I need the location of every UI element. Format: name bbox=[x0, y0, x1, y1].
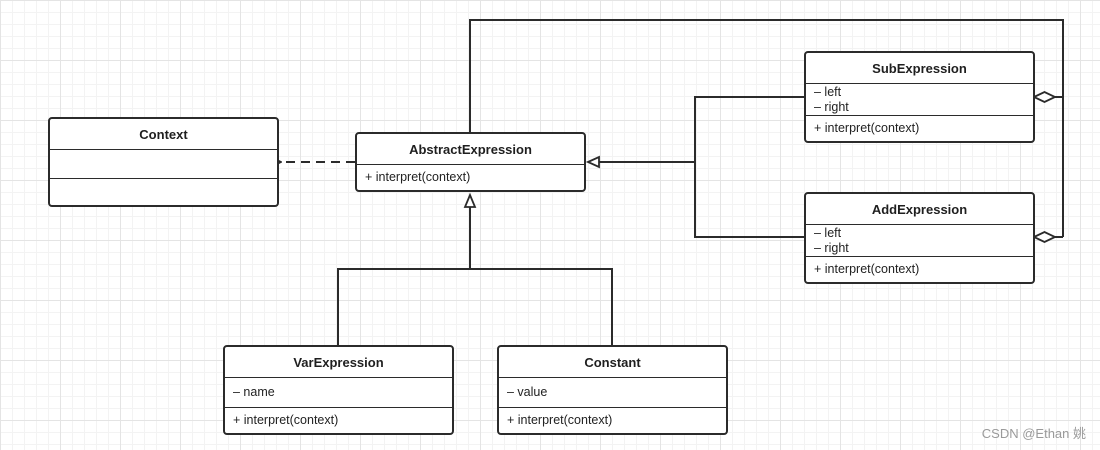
attribute: – value bbox=[507, 385, 548, 399]
class-constant[interactable]: Constant – value + interpret(context) bbox=[497, 345, 728, 435]
attributes-section: – name bbox=[225, 377, 452, 407]
attribute: – right bbox=[814, 99, 849, 114]
watermark: CSDN @Ethan 姚 bbox=[981, 426, 1086, 441]
class-sub-expression[interactable]: SubExpression – left – right + interpret… bbox=[804, 51, 1035, 143]
attributes-section: – left – right bbox=[806, 83, 1033, 115]
class-var-expression[interactable]: VarExpression – name + interpret(context… bbox=[223, 345, 454, 435]
attributes-section bbox=[50, 149, 277, 178]
generalization-edge-right bbox=[585, 96, 805, 238]
aggregation-edge bbox=[469, 19, 1064, 243]
attribute: – right bbox=[814, 240, 849, 255]
methods-section: + interpret(context) bbox=[225, 407, 452, 433]
attribute: – left bbox=[814, 84, 842, 99]
attribute: – left bbox=[814, 225, 842, 240]
generalization-edge-bottom bbox=[337, 192, 613, 346]
methods-section: + interpret(context) bbox=[357, 164, 584, 190]
methods-section: + interpret(context) bbox=[806, 256, 1033, 282]
method: + interpret(context) bbox=[365, 170, 471, 184]
attributes-section: – value bbox=[499, 377, 726, 407]
class-context[interactable]: Context bbox=[48, 117, 279, 207]
class-name: Context bbox=[139, 126, 188, 142]
class-name: AddExpression bbox=[871, 201, 968, 217]
attribute: – name bbox=[233, 385, 275, 399]
class-name: AbstractExpression bbox=[409, 141, 532, 157]
attributes-section: – left – right bbox=[806, 224, 1033, 256]
methods-section bbox=[50, 178, 277, 205]
method: + interpret(context) bbox=[233, 413, 339, 427]
method: + interpret(context) bbox=[507, 413, 613, 427]
method: + interpret(context) bbox=[814, 121, 920, 135]
methods-section: + interpret(context) bbox=[499, 407, 726, 433]
class-name: SubExpression bbox=[872, 60, 967, 76]
method: + interpret(context) bbox=[814, 262, 920, 276]
methods-section: + interpret(context) bbox=[806, 115, 1033, 141]
class-name: VarExpression bbox=[293, 354, 384, 370]
class-add-expression[interactable]: AddExpression – left – right + interpret… bbox=[804, 192, 1035, 284]
class-abstract-expression[interactable]: AbstractExpression + interpret(context) bbox=[355, 132, 586, 192]
class-name: Constant bbox=[584, 354, 641, 370]
